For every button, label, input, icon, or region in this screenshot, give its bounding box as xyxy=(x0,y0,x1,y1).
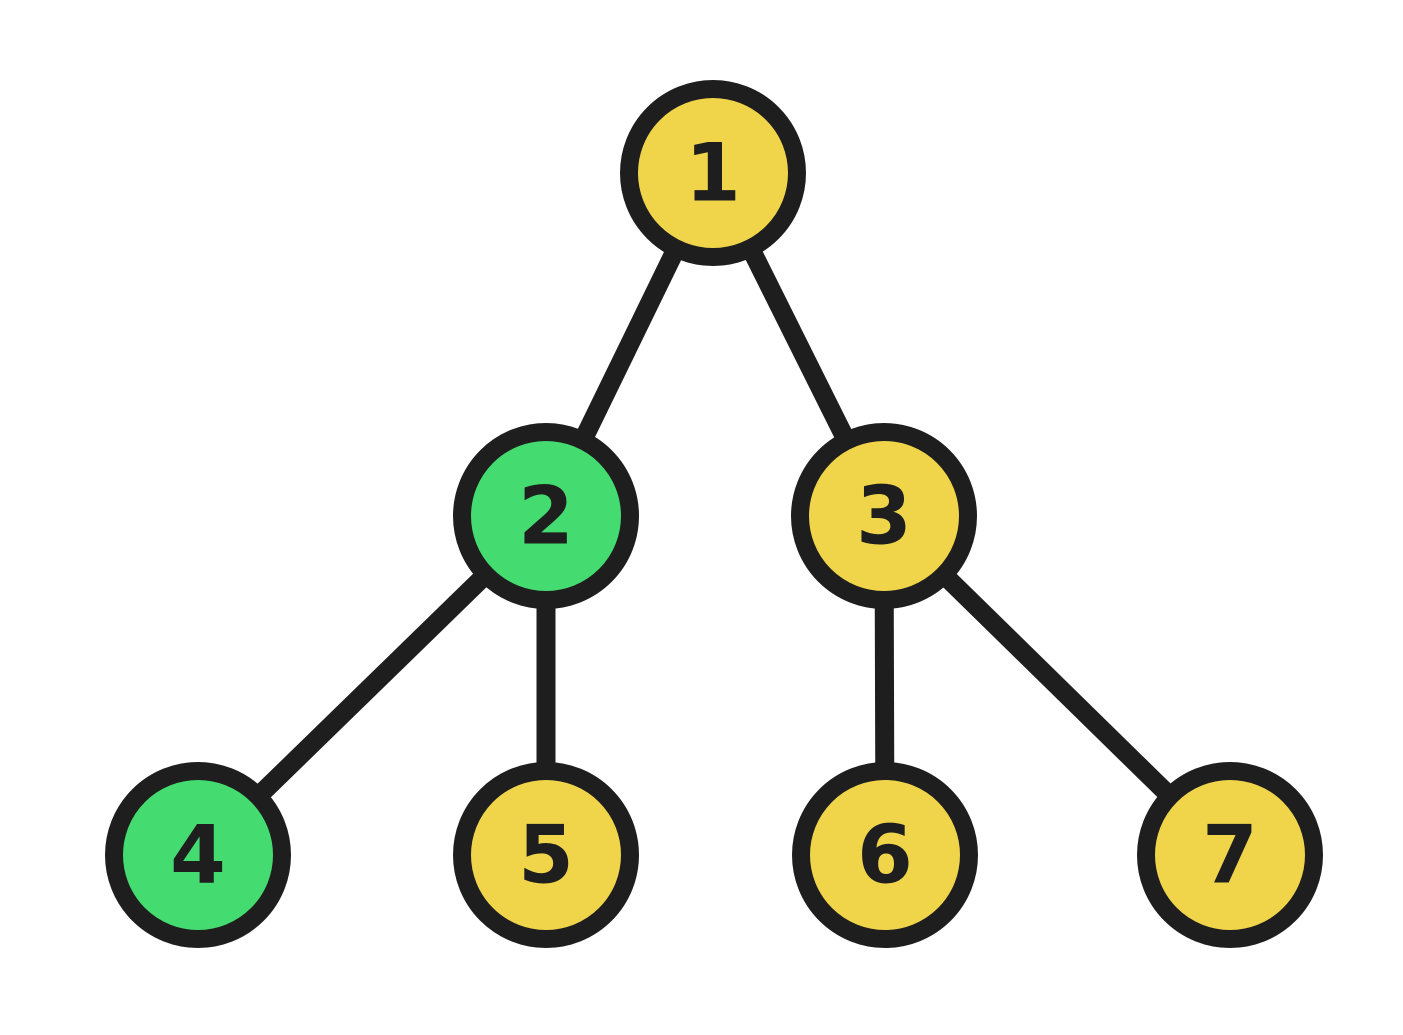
tree-node-label-4: 4 xyxy=(170,809,226,902)
tree-node-circle-4 xyxy=(105,762,291,948)
tree-node-circle-5 xyxy=(453,762,639,948)
tree-node-label-3: 3 xyxy=(856,470,912,563)
tree-node-circle-1 xyxy=(620,80,806,266)
tree-node-label-7: 7 xyxy=(1202,809,1258,902)
nodes-layer: 1 2 3 4 5 6 7 xyxy=(105,80,1323,948)
tree-node-1: 1 xyxy=(620,80,806,266)
tree-node-2: 2 xyxy=(453,423,639,609)
tree-node-circle-2 xyxy=(453,423,639,609)
tree-node-label-6: 6 xyxy=(857,809,913,902)
tree-node-3: 3 xyxy=(791,423,977,609)
tree-node-7: 7 xyxy=(1137,762,1323,948)
tree-node-circle-6 xyxy=(792,762,978,948)
tree-node-circle-3 xyxy=(791,423,977,609)
tree-node-4: 4 xyxy=(105,762,291,948)
tree-node-5: 5 xyxy=(453,762,639,948)
tree-node-6: 6 xyxy=(792,762,978,948)
tree-node-label-1: 1 xyxy=(685,127,741,220)
tree-node-label-2: 2 xyxy=(518,470,574,563)
edges-layer xyxy=(191,168,1237,862)
tree-node-circle-7 xyxy=(1137,762,1323,948)
tree-node-label-5: 5 xyxy=(518,809,574,902)
